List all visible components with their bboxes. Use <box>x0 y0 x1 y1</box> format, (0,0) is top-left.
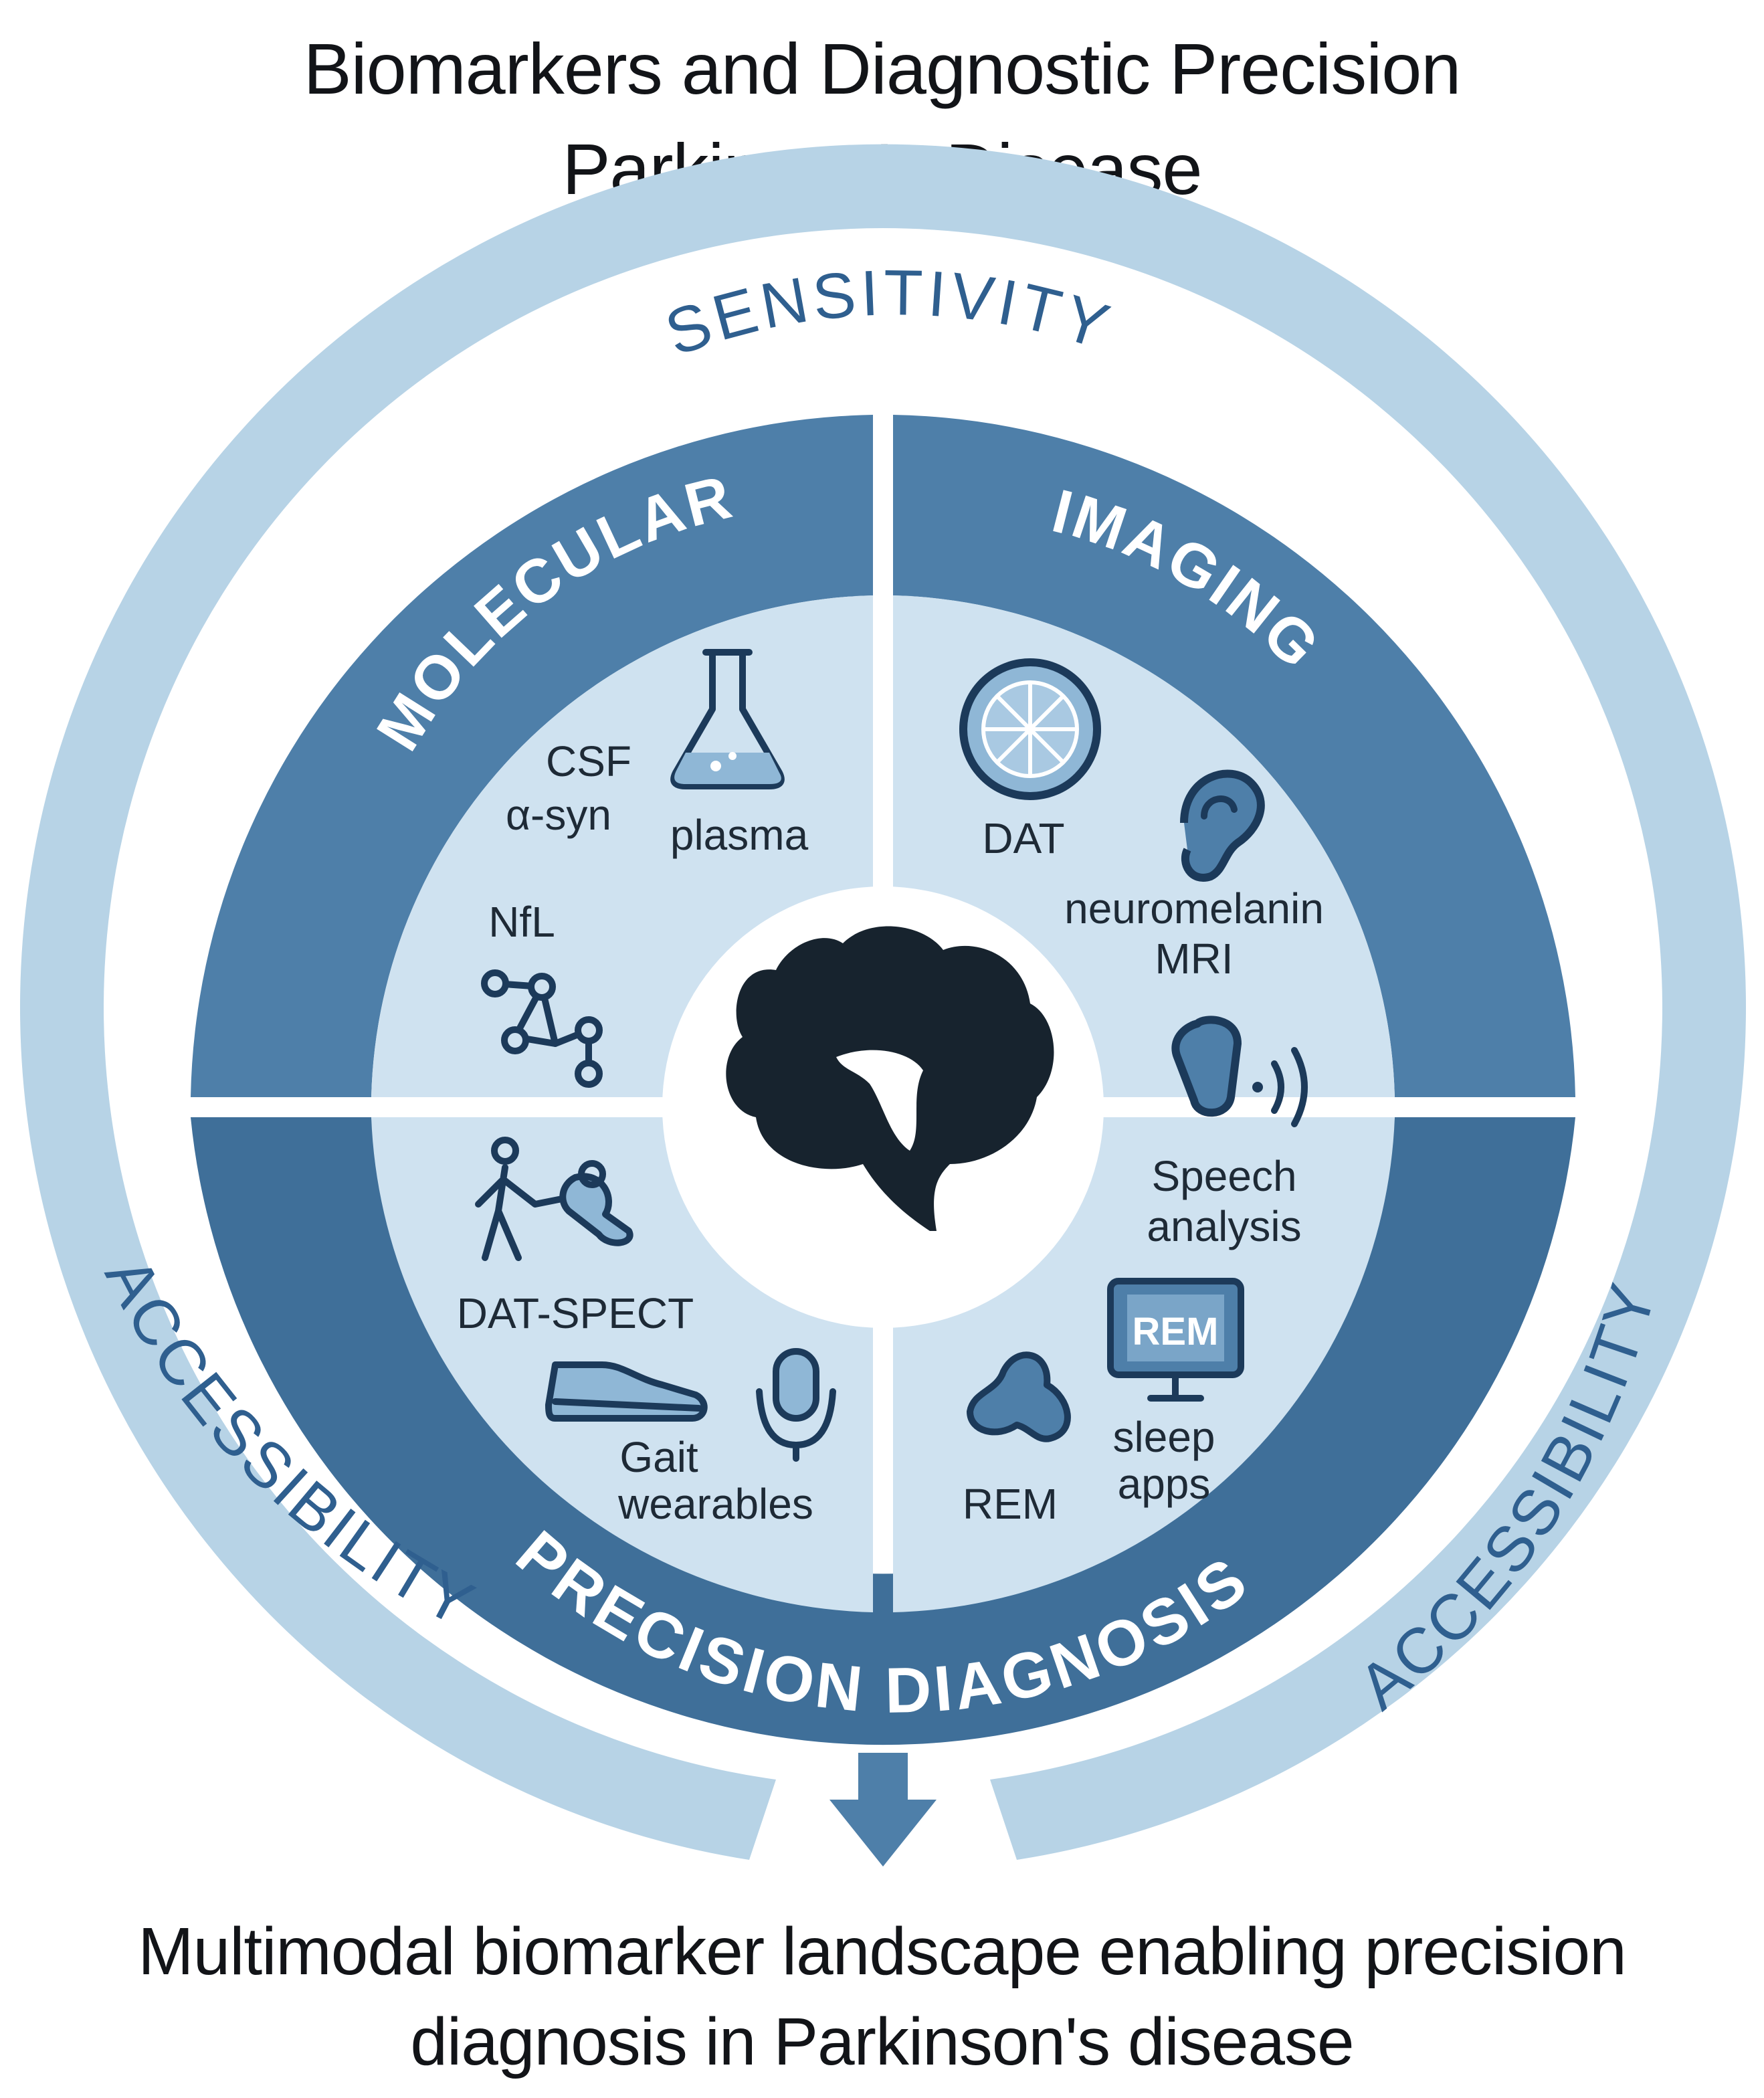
gait-label: Gait <box>619 1433 698 1481</box>
blob-icon <box>967 1351 1071 1442</box>
brain-icon <box>726 926 1054 1231</box>
flask-icon <box>670 649 785 789</box>
datspect-label: DAT-SPECT <box>457 1289 694 1337</box>
apps-label: apps <box>1118 1460 1211 1508</box>
mri-label: MRI <box>1155 935 1233 983</box>
dat-scan-icon <box>959 658 1101 800</box>
band-imaging <box>893 415 1575 1097</box>
dat-label: DAT <box>982 814 1064 862</box>
down-arrow-icon <box>829 1753 937 1867</box>
microphone-icon <box>756 1348 836 1462</box>
walking-person-icon <box>475 1137 633 1261</box>
caption-line-2: diagnosis in Parkinson's disease <box>410 2004 1354 2079</box>
shoe-icon <box>545 1361 708 1422</box>
csf-label: CSF <box>546 737 631 785</box>
rem-screen-icon <box>1107 1278 1244 1402</box>
band-quadrants <box>191 415 1575 1745</box>
speech-icon <box>1171 1016 1308 1127</box>
ear-icon <box>1180 769 1265 882</box>
rem-label: REM <box>963 1480 1058 1528</box>
band-molecular <box>191 415 873 1097</box>
caption-line-1: Multimodal biomarker landscape enabling … <box>138 1914 1626 1989</box>
wearables-label: wearables <box>617 1480 813 1528</box>
asyn-label: α-syn <box>506 791 611 839</box>
sensitivity-label: SENSITIVITY <box>657 257 1121 369</box>
speech-label: Speech <box>1151 1152 1296 1200</box>
neuromelanin-label: neuromelanin <box>1064 884 1324 933</box>
rem-screen-label: REM <box>1133 1310 1219 1353</box>
sleep-label: sleep <box>1113 1413 1215 1461</box>
network-icon <box>481 969 603 1088</box>
plasma-label: plasma <box>670 811 809 859</box>
nfl-label: NfL <box>488 898 555 946</box>
title-line-1: Biomarkers and Diagnostic Precision <box>303 28 1462 109</box>
band-bottom <box>191 1117 1575 1745</box>
analysis-label: analysis <box>1147 1202 1301 1250</box>
